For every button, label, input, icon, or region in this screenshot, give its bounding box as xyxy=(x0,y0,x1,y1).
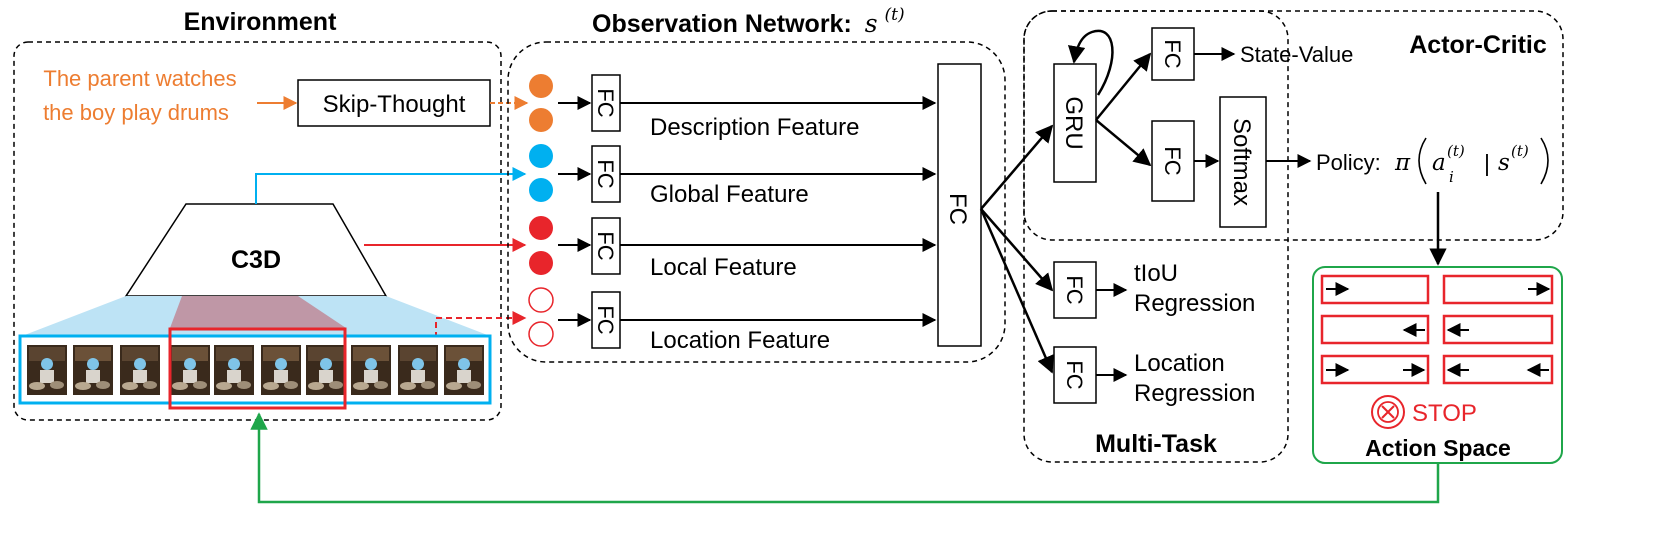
merge-to-tiou-arrow xyxy=(980,208,1054,292)
video-frame-thumbnail xyxy=(306,345,346,395)
description-fc-box xyxy=(591,74,621,132)
feedback-loop-arrow xyxy=(250,412,1440,504)
location-fc-box xyxy=(591,291,621,349)
merge-fc-box xyxy=(937,63,982,347)
global-fc-label: FC xyxy=(593,159,618,188)
policy-s: s xyxy=(1498,150,1510,176)
gru-label: GRU xyxy=(1060,96,1087,149)
video-frame-thumbnail xyxy=(351,345,391,395)
environment-title: Environment xyxy=(184,8,337,36)
policy-s-superscript: (t) xyxy=(1511,142,1529,160)
value-fc-label: FC xyxy=(1160,39,1185,68)
stop-label: STOP xyxy=(1412,400,1477,427)
local-node-2 xyxy=(529,251,553,275)
local-feature-label: Local Feature xyxy=(650,254,797,281)
video-frame-thumbnail xyxy=(261,345,301,395)
c3d-label: C3D xyxy=(231,246,281,274)
gru-box xyxy=(1053,63,1097,183)
sentence-line-2: the boy play drums xyxy=(43,100,229,125)
observation-title-text: Observation Network: xyxy=(592,10,852,38)
policy-label: Policy: xyxy=(1316,150,1381,175)
location-regression-line2: Regression xyxy=(1134,380,1255,407)
description-node-1 xyxy=(529,74,553,98)
policy-a-superscript: (t) xyxy=(1447,142,1465,160)
policy-a: a xyxy=(1432,150,1446,176)
observation-title-sup: (t) xyxy=(885,5,905,25)
softmax-label: Softmax xyxy=(1228,118,1255,206)
policy-bar: | xyxy=(1484,150,1490,176)
multi-task-title: Multi-Task xyxy=(1095,430,1217,458)
description-node-2 xyxy=(529,108,553,132)
policy-fc-box xyxy=(1151,120,1195,202)
local-fc-label: FC xyxy=(593,231,618,260)
local-window-highlight xyxy=(168,327,347,410)
location-feature-label: Location Feature xyxy=(650,327,830,354)
action-extend-left-start xyxy=(1320,274,1430,305)
action-shift-left-start xyxy=(1442,314,1554,345)
state-value-label: State-Value xyxy=(1240,42,1353,67)
multi-task-box xyxy=(1023,10,1289,463)
observation-box xyxy=(507,41,1006,363)
skip-thought-label: Skip-Thought xyxy=(323,91,466,118)
gru-to-policy-fc-arrow xyxy=(1095,119,1152,167)
video-frame-thumbnail xyxy=(170,345,210,395)
video-frame-thumbnail xyxy=(27,345,67,395)
merge-fc-label: FC xyxy=(944,193,971,225)
global-feature-link xyxy=(255,167,527,204)
tiou-fc-label: FC xyxy=(1062,275,1087,304)
sentence-line-1: The parent watches xyxy=(43,66,236,91)
location-fc-label: FC xyxy=(593,305,618,334)
global-fc-box xyxy=(591,145,621,203)
tiou-regression-line1: tIoU xyxy=(1134,260,1178,287)
local-node-1 xyxy=(529,216,553,240)
global-feature-label: Global Feature xyxy=(650,181,809,208)
video-frames xyxy=(27,345,484,395)
tiou-regression-line2: Regression xyxy=(1134,290,1255,317)
gru-to-value-fc-arrow xyxy=(1095,52,1152,121)
tiou-fc-box xyxy=(1053,261,1097,319)
global-node-2 xyxy=(529,178,553,202)
location-regression-line1: Location xyxy=(1134,350,1225,377)
local-projection xyxy=(170,296,346,328)
stop-icon xyxy=(1371,395,1405,429)
action-space-title: Action Space xyxy=(1365,435,1511,461)
description-fc-label: FC xyxy=(593,88,618,117)
observation-title-math: s xyxy=(865,9,878,38)
video-frame-thumbnail xyxy=(444,345,484,395)
video-frame-thumbnail xyxy=(398,345,438,395)
global-node-1 xyxy=(529,144,553,168)
video-frame-strip xyxy=(18,327,492,410)
policy-fc-label: FC xyxy=(1160,146,1185,175)
merge-to-location-arrow xyxy=(979,208,1054,374)
description-feature-label: Description Feature xyxy=(650,114,859,141)
location-node-1 xyxy=(528,287,554,313)
location-fc-regression-box xyxy=(1053,346,1097,404)
video-frame-thumbnail xyxy=(214,345,254,395)
policy-left-paren xyxy=(1418,137,1427,185)
gru-recurrent-arrow xyxy=(1067,29,1114,96)
video-frame-thumbnail xyxy=(120,345,160,395)
observation-title: Observation Network: s (t) xyxy=(592,5,905,38)
policy-pi: π xyxy=(1394,150,1411,176)
policy-a-subscript: i xyxy=(1449,168,1454,186)
location-node-2 xyxy=(528,321,554,347)
actor-critic-title: Actor-Critic xyxy=(1409,31,1547,59)
softmax-box xyxy=(1219,96,1267,228)
policy-right-paren xyxy=(1540,137,1549,185)
merge-to-gru-arrow xyxy=(980,124,1054,210)
video-frame-thumbnail xyxy=(73,345,113,395)
actor-critic-box xyxy=(1023,10,1564,241)
location-fc-regression-label: FC xyxy=(1062,360,1087,389)
